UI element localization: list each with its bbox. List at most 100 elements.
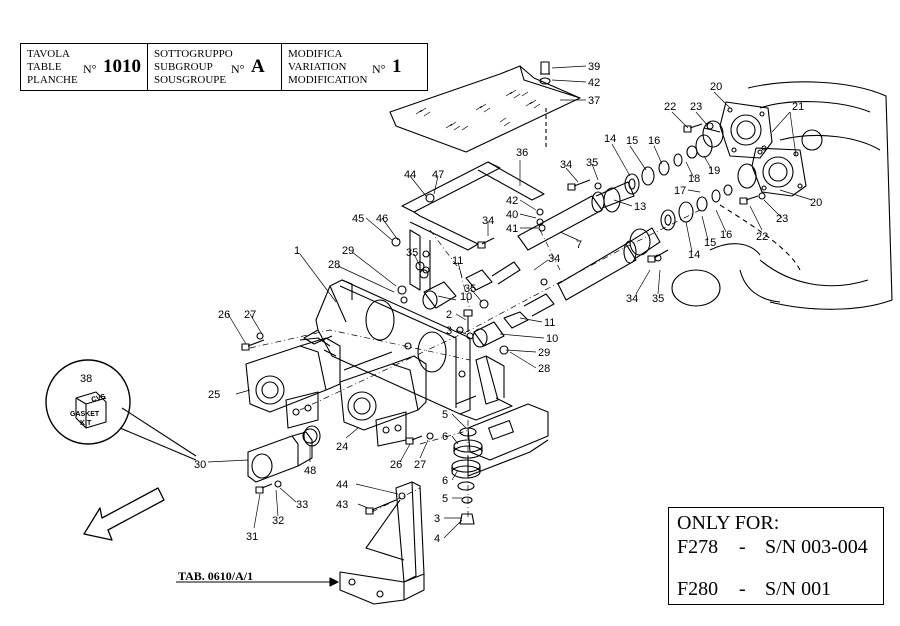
callout-1: 1 — [294, 245, 300, 257]
table-number-cell: TAVOLA TABLE PLANCHE N° 1010 — [21, 44, 147, 90]
only-for-row1-model: F278 — [677, 536, 719, 558]
callout-30: 30 — [194, 459, 206, 471]
bolts-and-screws — [241, 123, 759, 515]
callout-34-mid: 34 — [482, 215, 494, 227]
callout-34-far: 34 — [626, 293, 638, 305]
coupling-upper — [422, 261, 521, 310]
only-for-row2-dash: - — [739, 578, 746, 600]
callout-19: 19 — [708, 165, 720, 177]
modification-label-fr: MODIFICATION — [288, 74, 368, 86]
transmission-housing — [671, 81, 893, 310]
callout-47: 47 — [432, 169, 444, 181]
callout-22-upper: 22 — [664, 101, 676, 113]
callout-40: 40 — [506, 209, 518, 221]
callout-16-upper: 16 — [648, 135, 660, 147]
callout-28-lower: 28 — [538, 363, 550, 375]
direction-arrow — [83, 487, 165, 541]
callout-6-upper: 6 — [442, 431, 448, 443]
callout-45: 45 — [352, 213, 364, 225]
callout-13: 13 — [634, 201, 646, 213]
floor-plate — [389, 61, 581, 153]
modification-cell: MODIFICA VARIATION MODIFICATION N° 1 — [281, 44, 427, 90]
table-no-prefix: N° — [83, 62, 97, 76]
subgroup-cell: SOTTOGRUPPO SUBGROUP SOUSGROUPE N° A — [147, 44, 281, 90]
table-label-en: TABLE — [27, 61, 62, 73]
only-for-row2-serial: S/N 001 — [765, 578, 832, 600]
callout-34-right: 34 — [548, 253, 560, 265]
callout-18: 18 — [688, 173, 700, 185]
callout-36: 36 — [516, 147, 528, 159]
table-header-block: TAVOLA TABLE PLANCHE N° 1010 SOTTOGRUPPO… — [20, 43, 428, 91]
callout-14-lower: 14 — [688, 249, 700, 261]
callout-3-lower: 3 — [434, 513, 440, 525]
subgroup-label-it: SOTTOGRUPPO — [154, 48, 233, 60]
gasket-kit-brand: CVS — [91, 393, 107, 404]
callout-43: 43 — [336, 499, 348, 511]
callout-26-upper: 26 — [218, 309, 230, 321]
callout-32: 32 — [272, 515, 284, 527]
callout-37: 37 — [588, 95, 600, 107]
callout-21: 21 — [792, 101, 804, 113]
callout-44-upper: 44 — [404, 169, 416, 181]
only-for-title: ONLY FOR: — [677, 512, 780, 534]
callout-46: 46 — [376, 213, 388, 225]
callout-29-upper: 29 — [342, 245, 354, 257]
callout-11-upper: 11 — [452, 255, 463, 267]
callout-5-lower: 5 — [442, 493, 448, 505]
callout-6-lower: 6 — [442, 475, 448, 487]
callout-48: 48 — [304, 465, 316, 477]
callout-25: 25 — [208, 389, 220, 401]
callout-38: 38 — [80, 373, 92, 385]
tab-reference-arrowhead — [329, 577, 339, 587]
table-label-fr: PLANCHE — [27, 74, 78, 86]
callout-42: 42 — [588, 77, 600, 89]
coupling-lower — [472, 293, 555, 348]
nuts-and-washers — [256, 122, 766, 500]
callout-15-lower: 15 — [704, 237, 716, 249]
table-number: 1010 — [103, 56, 141, 77]
only-for-row1-serial: S/N 003-004 — [765, 536, 868, 558]
modification-no-prefix: N° — [372, 62, 386, 76]
support-bracket — [401, 161, 545, 291]
table-label-it: TAVOLA — [27, 48, 70, 60]
gasket-kit-labels: CVS GASKET KIT — [70, 393, 107, 427]
callout-2: 2 — [446, 309, 452, 321]
hydraulic-pump-front — [339, 351, 427, 447]
callout-23-lower: 23 — [776, 213, 788, 225]
only-for-row1-dash: - — [739, 536, 746, 558]
callout-33: 33 — [296, 499, 308, 511]
callout-5-upper: 5 — [442, 409, 448, 421]
subgroup-label-en: SUBGROUP — [154, 61, 213, 73]
callout-26-lower: 26 — [390, 459, 402, 471]
callout-24: 24 — [336, 441, 348, 453]
modification-label-it: MODIFICA — [288, 48, 343, 60]
gasket-kit-label-bottom: KIT — [80, 420, 92, 427]
callout-10-upper: 10 — [460, 291, 472, 303]
callout-41: 41 — [506, 223, 518, 235]
subgroup-label-fr: SOUSGROUPE — [154, 74, 227, 86]
damper-stack — [451, 427, 483, 525]
callout-20-upper: 20 — [710, 81, 722, 93]
drive-shaft-lower — [557, 227, 661, 301]
tab-reference-label[interactable]: TAB. 0610/A/1 — [178, 569, 254, 583]
callout-27-upper: 27 — [244, 309, 256, 321]
assembly-centerlines — [249, 209, 701, 520]
hydraulic-pump-rear — [245, 337, 341, 429]
bearing-stack-upper — [624, 134, 713, 195]
callout-28-upper: 28 — [328, 259, 340, 271]
callout-27-lower: 27 — [414, 459, 426, 471]
flange-plate-upper — [702, 101, 773, 159]
callout-23-upper: 23 — [690, 101, 702, 113]
callout-35-mid: 35 — [406, 247, 418, 259]
gear-pump — [247, 425, 321, 483]
callout-22-lower: 22 — [756, 231, 768, 243]
modification-label-en: VARIATION — [288, 61, 347, 73]
only-for-box: ONLY FOR: F278 - S/N 003-004 F280 - S/N … — [668, 507, 884, 605]
callout-leaders — [207, 65, 813, 539]
modification-value: 1 — [392, 56, 402, 77]
callout-11-lower: 11 — [544, 317, 555, 329]
subgroup-no-prefix: N° — [231, 62, 245, 76]
callout-3-upper: 3 — [446, 325, 452, 337]
